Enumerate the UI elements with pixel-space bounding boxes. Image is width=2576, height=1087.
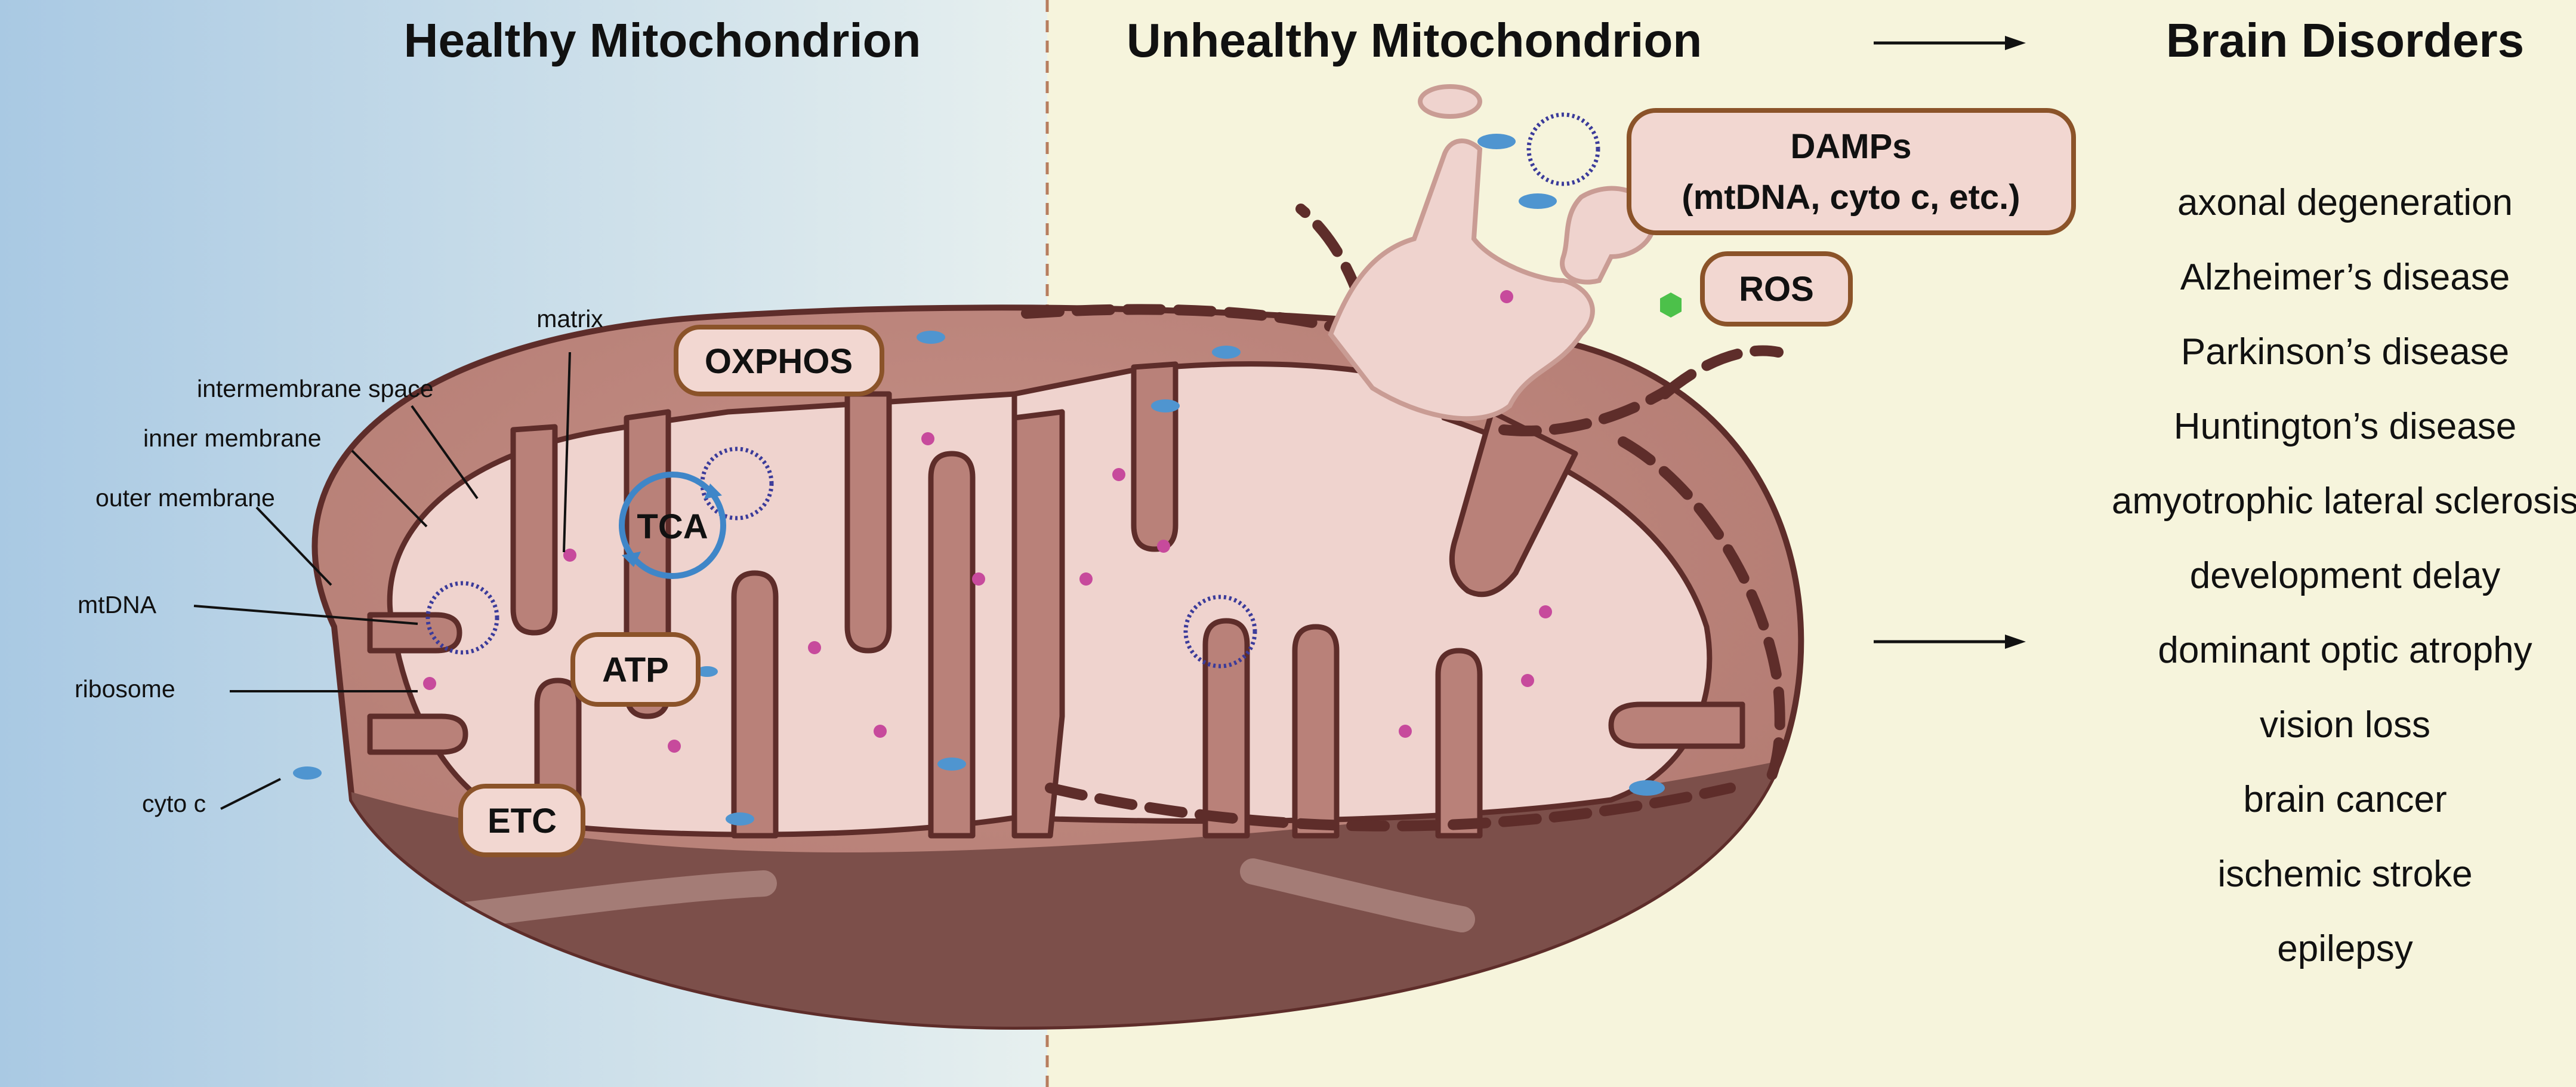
disorder-item: amyotrophic lateral sclerosis [2112,481,2576,522]
disorder-item: development delay [2190,555,2500,596]
label-cyto-c: cyto c [142,790,206,817]
damps-detail-label: (mtDNA, cyto c, etc.) [1682,178,2020,217]
label-outer-membrane: outer membrane [95,484,275,512]
disorder-item: vision loss [2260,704,2430,746]
disorder-item: brain cancer [2243,779,2447,820]
ribosome-dots [423,290,1552,753]
damps-label: DAMPs [1790,127,1911,166]
title-unhealthy: Unhealthy Mitochondrion [1127,14,1702,67]
tca-box: TCA [637,507,708,546]
disorder-item: dominant optic atrophy [2158,630,2532,671]
arrows [1874,36,2026,649]
ros-hexagon [1660,292,1682,318]
label-ribosome: ribosome [75,675,175,703]
tca-label: TCA [637,507,708,546]
etc-box: ETC [458,784,585,857]
label-matrix: matrix [536,305,603,332]
label-intermembrane-space: intermembrane space [197,375,434,402]
label-inner-membrane: inner membrane [143,424,322,452]
vesicle [1418,84,1482,119]
leader-lines [193,352,571,810]
oxphos-label: OXPHOS [705,342,853,381]
ros-label: ROS [1739,270,1814,309]
disorder-item: Huntington’s disease [2174,406,2516,447]
atp-box: ATP [570,632,701,707]
disorder-item: Parkinson’s disease [2181,331,2509,372]
disorder-item: ischemic stroke [2217,854,2472,895]
label-mtdna: mtDNA [78,591,157,618]
cristae-unhealthy [1011,361,1745,839]
ruptured-membrane [1328,138,1595,421]
title-disorders: Brain Disorders [2166,14,2524,67]
disorder-item: epilepsy [2277,928,2413,969]
etc-label: ETC [488,802,557,840]
oxphos-box: OXPHOS [674,325,884,396]
damps-box: DAMPs (mtDNA, cyto c, etc.) [1627,108,2076,235]
cyto-c-ellipses [293,134,1665,826]
disorder-list: axonal degeneration Alzheimer’s disease … [2112,182,2576,969]
ros-box: ROS [1700,251,1853,327]
tca-cycle-icon [619,472,726,579]
atp-label: ATP [602,651,669,689]
title-healthy: Healthy Mitochondrion [404,14,921,67]
disorder-item: Alzheimer’s disease [2180,257,2510,298]
disorder-item: axonal degeneration [2177,182,2513,223]
